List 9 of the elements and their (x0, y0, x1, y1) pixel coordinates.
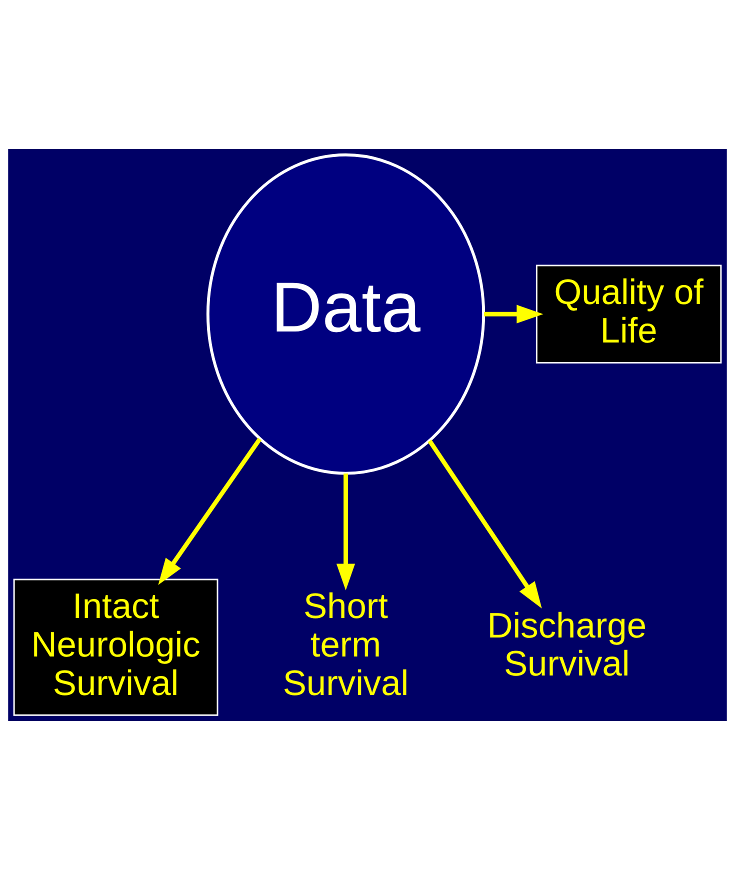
arrow (484, 304, 544, 324)
arrow (336, 473, 356, 590)
node-box: Intact Neurologic Survival (13, 578, 218, 716)
node-text: Discharge Survival (487, 606, 647, 684)
node-box: Quality of Life (536, 264, 722, 364)
node-text: Short term Survival (282, 587, 409, 703)
arrow (158, 438, 262, 585)
node-ellipse: Data (206, 153, 486, 475)
arrow (428, 440, 542, 608)
